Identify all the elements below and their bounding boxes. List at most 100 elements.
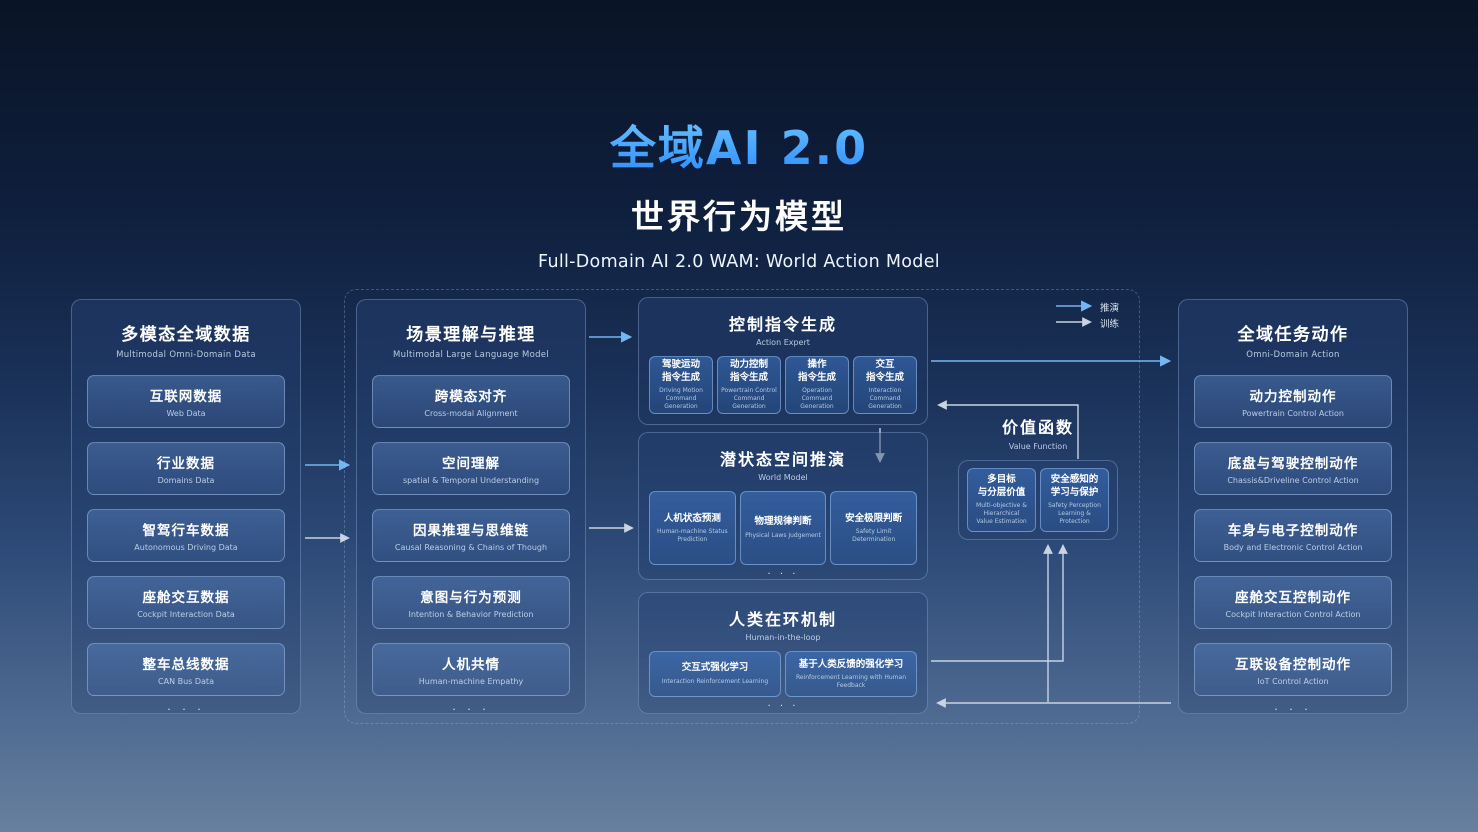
mini-label-en: Safety Perception Learning & Protection: [1048, 502, 1101, 525]
item-label-en: Human-machine Empathy: [418, 677, 524, 686]
list-item: 座舱交互控制动作 Cockpit Interaction Control Act…: [1194, 576, 1392, 629]
mini-label-zh: 驾驶运动 指令生成: [661, 359, 700, 383]
mini-item: 交互 指令生成 Interaction Command Generation: [853, 356, 917, 414]
mini-item: 人机状态预测 Human-machine Status Prediction: [649, 491, 736, 565]
mini-item: 安全感知的 学习与保护 Safety Perception Learning &…: [1040, 468, 1109, 532]
item-label-zh: 因果推理与思维链: [413, 523, 529, 539]
mini-label-en: Powertrain Control Command Generation: [721, 387, 777, 410]
mini-item: 基于人类反馈的强化学习 Reinforcement Learning with …: [785, 651, 917, 697]
item-label-en: Body and Electronic Control Action: [1223, 543, 1363, 552]
list-item: 跨模态对齐 Cross-modal Alignment: [372, 375, 570, 428]
mini-label-en: Driving Motion Command Generation: [659, 387, 703, 410]
panel-title: 人类在环机制: [728, 610, 837, 629]
item-label-zh: 行业数据: [157, 456, 215, 472]
panel-title: 价值函数: [1001, 418, 1074, 437]
item-label-zh: 互联网数据: [149, 389, 223, 405]
mini-box-row: 多目标 与分层价值 Multi-objective & Hierarchical…: [959, 468, 1117, 532]
item-label-zh: 座舱交互控制动作: [1235, 590, 1351, 606]
mini-label-en: Interaction Reinforcement Learning: [661, 677, 769, 685]
item-label-en: Cockpit Interaction Control Action: [1225, 610, 1361, 619]
mini-label-zh: 操作 指令生成: [797, 359, 836, 383]
legend-label-inference: 推演: [1100, 303, 1120, 314]
header: 全域AI 2.0 世界行为模型 Full-Domain AI 2.0 WAM: …: [0, 112, 1478, 272]
mini-label-zh: 安全极限判断: [845, 512, 903, 524]
item-label-zh: 座舱交互数据: [142, 590, 230, 606]
list-item: 动力控制动作 Powertrain Control Action: [1194, 375, 1392, 428]
item-label-zh: 互联设备控制动作: [1235, 657, 1351, 673]
ellipsis: · · ·: [767, 701, 799, 712]
panel-subtitle: Value Function: [1008, 442, 1068, 451]
subtitle-zh: 世界行为模型: [631, 197, 847, 236]
item-label-zh: 智驾行车数据: [142, 523, 230, 539]
mini-item: 操作 指令生成 Operation Command Generation: [785, 356, 849, 414]
item-label-en: Cockpit Interaction Data: [137, 610, 235, 619]
list-item: 互联网数据 Web Data: [87, 375, 285, 428]
mini-label-zh: 交互式强化学习: [681, 662, 749, 674]
panel-title: 场景理解与推理: [406, 325, 536, 345]
item-label-zh: 空间理解: [442, 456, 500, 472]
mini-label-zh: 人机状态预测: [663, 512, 721, 524]
mini-label-en: Multi-objective & Hierarchical Value Est…: [976, 502, 1027, 525]
panel-value-function: 多目标 与分层价值 Multi-objective & Hierarchical…: [958, 460, 1118, 540]
item-label-en: Domains Data: [157, 476, 215, 485]
item-label-en: spatial & Temporal Understanding: [402, 476, 540, 485]
page-title: 全域AI 2.0: [610, 112, 868, 178]
item-label-zh: 车身与电子控制动作: [1227, 523, 1359, 539]
panel-omni-domain-action: 全域任务动作 Omni-Domain Action 动力控制动作 Powertr…: [1178, 299, 1408, 716]
mini-item: 动力控制 指令生成 Powertrain Control Command Gen…: [717, 356, 781, 414]
list-item: 互联设备控制动作 IoT Control Action: [1194, 643, 1392, 696]
mini-item: 驾驶运动 指令生成 Driving Motion Command Generat…: [649, 356, 713, 414]
panel-subtitle: Action Expert: [756, 338, 810, 347]
core-model-region: [344, 289, 1140, 724]
item-label-en: Web Data: [166, 409, 206, 418]
list-item: 整车总线数据 CAN Bus Data: [87, 643, 285, 696]
mini-item: 物理规律判断 Physical Laws Judgement: [739, 491, 827, 565]
list-item: 意图与行为预测 Intention & Behavior Prediction: [372, 576, 570, 629]
panel-title: 多模态全域数据: [121, 325, 251, 345]
list-item: 座舱交互数据 Cockpit Interaction Data: [87, 576, 285, 629]
panel-multimodal-data: 多模态全域数据 Multimodal Omni-Domain Data 互联网数…: [71, 299, 301, 716]
item-label-en: Autonomous Driving Data: [134, 543, 238, 552]
panel-action-expert: 控制指令生成 Action Expert 驾驶运动 指令生成 Driving M…: [638, 297, 928, 425]
panel-subtitle: Multimodal Large Language Model: [392, 350, 549, 360]
mini-box-row: 驾驶运动 指令生成 Driving Motion Command Generat…: [639, 347, 927, 414]
ellipsis: · · ·: [767, 569, 799, 580]
panel-title: 全域任务动作: [1237, 325, 1349, 345]
mini-label-zh: 基于人类反馈的强化学习: [798, 658, 904, 670]
list-item: 智驾行车数据 Autonomous Driving Data: [87, 509, 285, 562]
mini-label-en: Human-machine Status Prediction: [657, 527, 728, 543]
panel-item-list: 互联网数据 Web Data 行业数据 Domains Data 智驾行车数据 …: [72, 360, 300, 696]
panel-scene-understanding: 场景理解与推理 Multimodal Large Language Model …: [356, 299, 586, 716]
panel-item-list: 动力控制动作 Powertrain Control Action 底盘与驾驶控制…: [1179, 360, 1407, 696]
item-label-zh: 动力控制动作: [1249, 389, 1337, 405]
item-label-en: Powertrain Control Action: [1242, 409, 1344, 418]
list-item: 因果推理与思维链 Causal Reasoning & Chains of Th…: [372, 509, 570, 562]
mini-item: 交互式强化学习 Interaction Reinforcement Learni…: [649, 651, 781, 697]
ellipsis: · · ·: [452, 703, 490, 716]
item-label-en: Chassis&Driveline Control Action: [1227, 476, 1359, 485]
list-item: 行业数据 Domains Data: [87, 442, 285, 495]
list-item: 底盘与驾驶控制动作 Chassis&Driveline Control Acti…: [1194, 442, 1392, 495]
panel-title: 控制指令生成: [728, 315, 837, 334]
item-label-en: Cross-modal Alignment: [424, 409, 518, 418]
list-item: 人机共情 Human-machine Empathy: [372, 643, 570, 696]
mini-label-zh: 物理规律判断: [754, 516, 812, 528]
panel-human-in-the-loop: 人类在环机制 Human-in-the-loop 交互式强化学习 Interac…: [638, 592, 928, 714]
mini-label-zh: 多目标 与分层价值: [977, 474, 1026, 498]
item-label-zh: 意图与行为预测: [420, 590, 522, 606]
mini-label-en: Safety Limit Determination: [852, 527, 896, 543]
panel-subtitle: World Model: [758, 473, 808, 482]
panel-world-model: 潜状态空间推演 World Model 人机状态预测 Human-machine…: [638, 432, 928, 580]
mini-item: 多目标 与分层价值 Multi-objective & Hierarchical…: [967, 468, 1036, 532]
ellipsis: · · ·: [1274, 703, 1312, 716]
mini-box-row: 人机状态预测 Human-machine Status Prediction 物…: [639, 482, 927, 565]
subtitle-en: Full-Domain AI 2.0 WAM: World Action Mod…: [538, 252, 940, 272]
value-function-heading: 价值函数 Value Function: [958, 414, 1118, 451]
item-label-en: CAN Bus Data: [158, 677, 214, 686]
item-label-en: Causal Reasoning & Chains of Though: [394, 543, 548, 552]
mini-label-zh: 动力控制 指令生成: [729, 359, 768, 383]
mini-box-row: 交互式强化学习 Interaction Reinforcement Learni…: [639, 642, 927, 697]
legend-label-training: 训练: [1100, 319, 1120, 330]
panel-title: 潜状态空间推演: [719, 450, 846, 469]
mini-label-zh: 安全感知的 学习与保护: [1050, 474, 1099, 498]
